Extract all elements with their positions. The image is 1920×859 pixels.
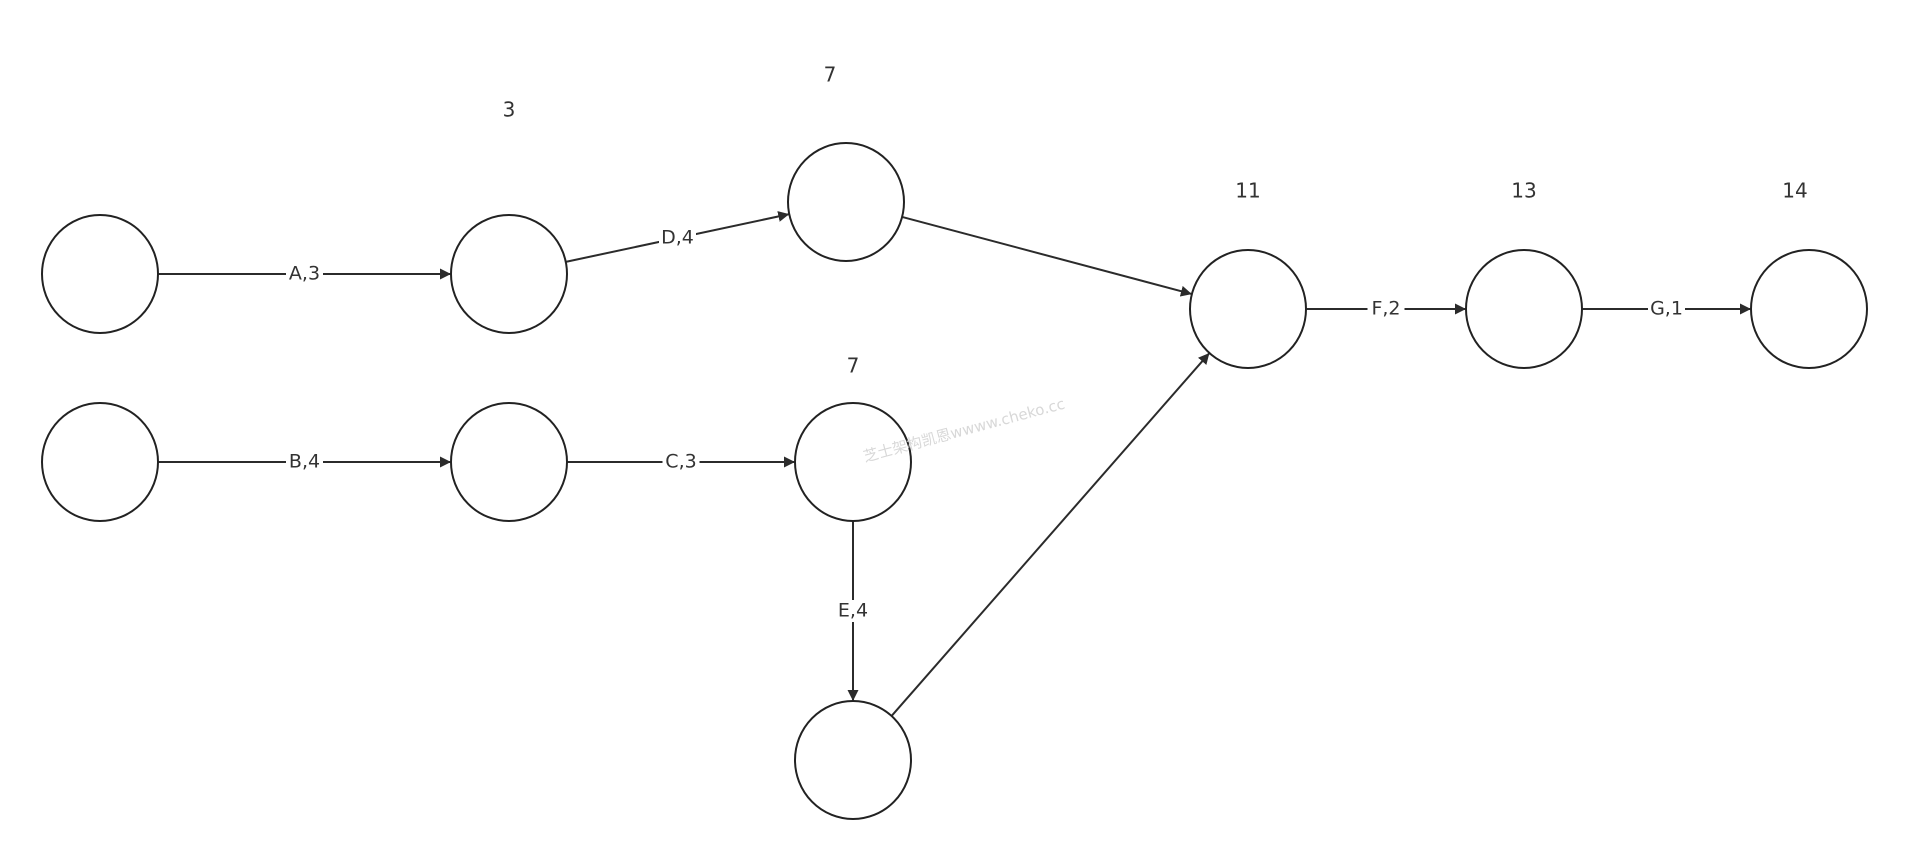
edge-label-background <box>1367 298 1405 320</box>
edge-n7-n8 <box>890 352 1211 717</box>
event-node-n3 <box>787 142 905 262</box>
edge-label: D,4 <box>661 227 694 249</box>
edge-label-background <box>286 451 323 473</box>
node-time-label: 11 <box>1235 179 1260 203</box>
event-node-n8 <box>1189 249 1307 369</box>
edge-label-background <box>662 451 700 473</box>
event-node-n9 <box>1465 249 1583 369</box>
edge-label-background <box>286 263 323 285</box>
node-time-label: 14 <box>1782 179 1807 203</box>
edge-label: F,2 <box>1371 298 1400 320</box>
event-node-n10 <box>1750 249 1868 369</box>
edge-label-background <box>834 600 872 622</box>
event-node-n5 <box>450 402 568 522</box>
edge-label: G,1 <box>1650 298 1683 320</box>
edge-n3-n8 <box>901 215 1193 297</box>
node-time-label: 3 <box>503 98 516 122</box>
edge-label: B,4 <box>289 451 320 473</box>
edge-label-background <box>1648 298 1685 320</box>
event-node-n4 <box>41 402 159 522</box>
edge-label: E,4 <box>838 600 868 622</box>
event-node-n7 <box>794 700 912 820</box>
edge-label-background <box>659 227 696 249</box>
edge-label: A,3 <box>289 263 320 285</box>
node-time-label: 7 <box>824 63 837 87</box>
event-node-n1 <box>41 214 159 334</box>
edge-label: C,3 <box>665 451 696 473</box>
node-time-label: 7 <box>847 354 860 378</box>
event-node-n6 <box>794 402 912 522</box>
node-time-label: 13 <box>1511 179 1536 203</box>
event-node-n2 <box>450 214 568 334</box>
